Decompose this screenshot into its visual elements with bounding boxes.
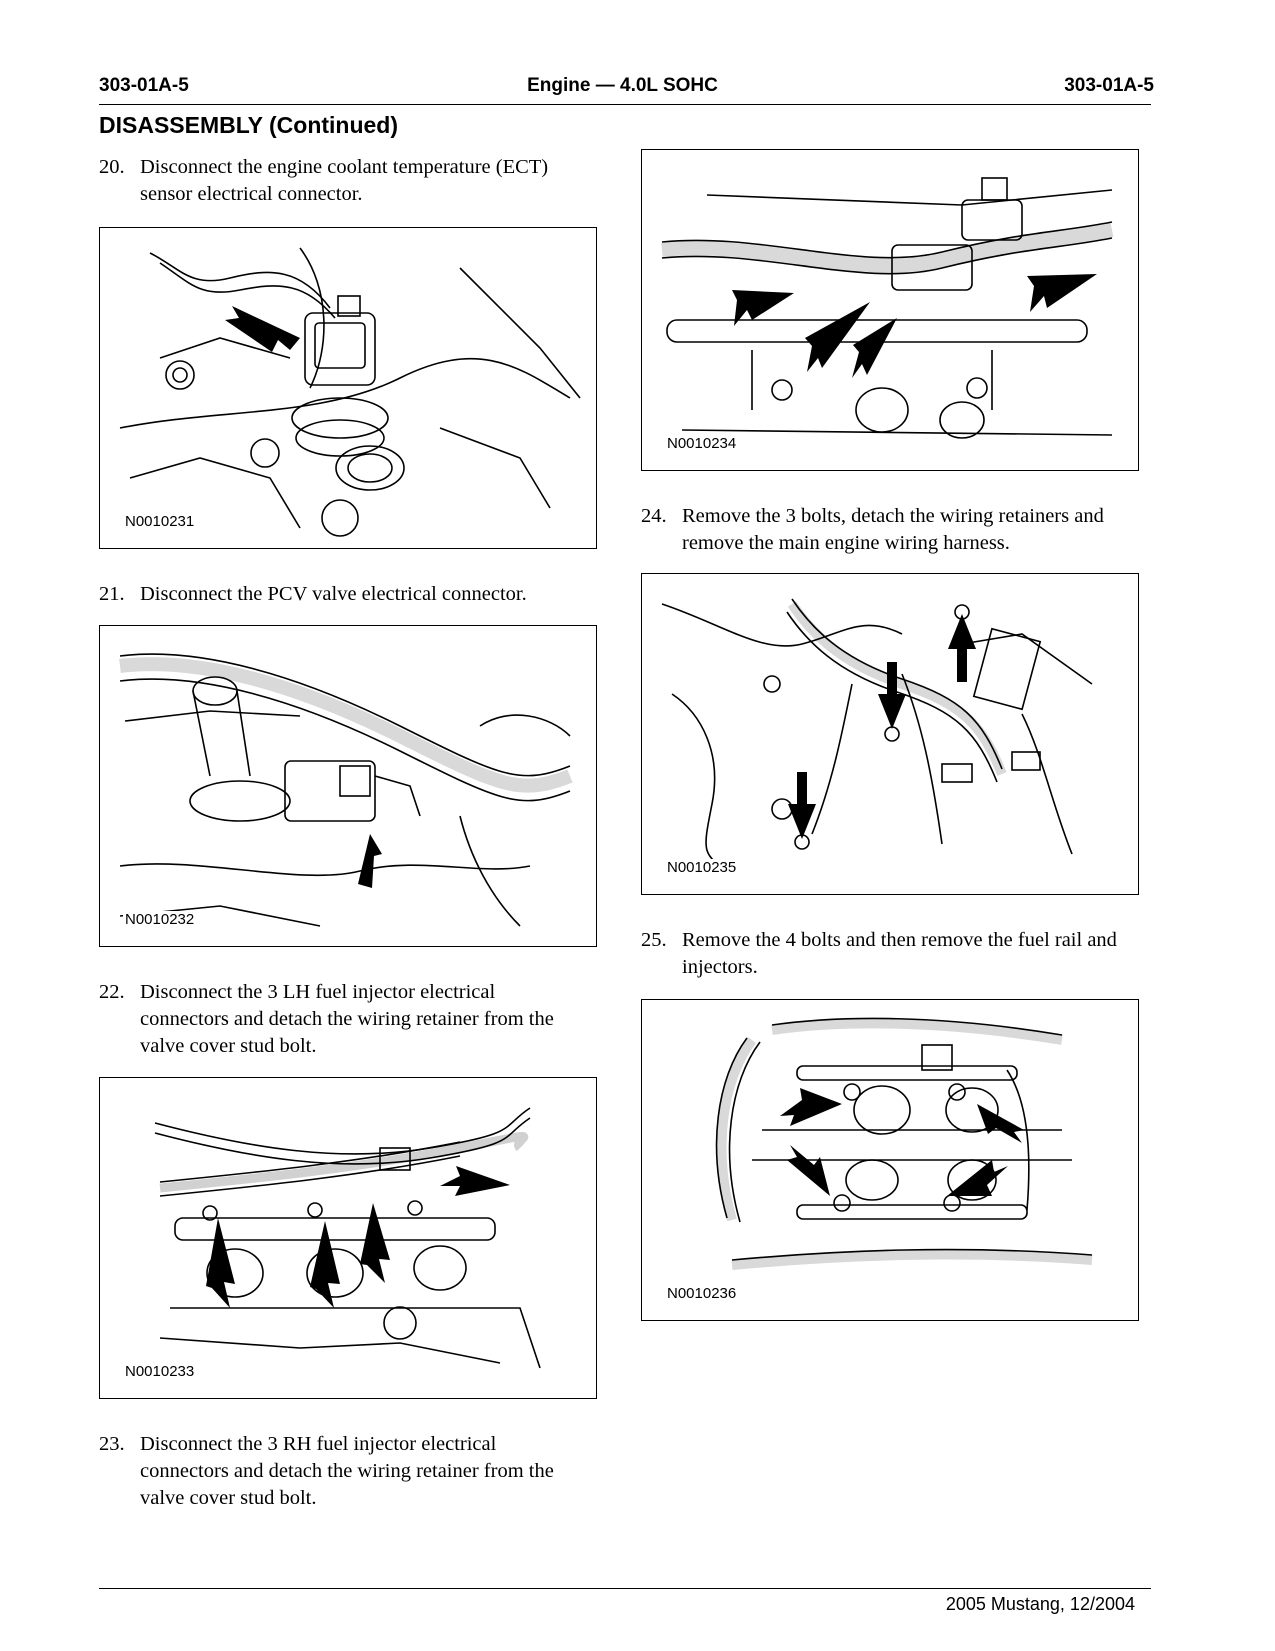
step-number: 20. — [99, 156, 125, 178]
section-title: DISASSEMBLY (Continued) — [99, 112, 399, 138]
step-23: 23. Disconnect the 3 RH fuel injector el… — [99, 1431, 579, 1512]
step-text: Disconnect the 3 RH fuel injector electr… — [140, 1433, 554, 1509]
header-title: Engine — 4.0L SOHC — [527, 75, 718, 96]
ect-sensor-illustration — [119, 247, 581, 537]
header-right-code: 303-01A-5 — [1064, 75, 1154, 96]
figure-fuel-rail: N0010236 — [641, 999, 1139, 1321]
step-22: 22. Disconnect the 3 LH fuel injector el… — [99, 979, 579, 1060]
lh-injectors-illustration — [154, 1107, 541, 1369]
figure-caption: N0010232 — [123, 911, 197, 928]
step-number: 22. — [99, 981, 125, 1003]
step-number: 25. — [641, 929, 667, 951]
step-number: 23. — [99, 1433, 125, 1455]
figure-caption: N0010234 — [665, 435, 739, 452]
figure-caption: N0010233 — [123, 1363, 197, 1380]
pcv-valve-illustration — [119, 653, 573, 927]
step-24: 24. Remove the 3 bolts, detach the wirin… — [641, 503, 1121, 557]
figure-rh-injectors: N0010234 — [641, 149, 1139, 471]
footer-publication: 2005 Mustang, 12/2004 — [945, 1594, 1135, 1614]
step-text: Disconnect the 3 LH fuel injector electr… — [140, 981, 554, 1057]
step-20: 20. Disconnect the engine coolant temper… — [99, 154, 579, 208]
step-25: 25. Remove the 4 bolts and then remove t… — [641, 927, 1121, 981]
header-divider — [99, 104, 1151, 105]
figure-caption: N0010231 — [123, 513, 197, 530]
wiring-harness-illustration — [661, 598, 1093, 875]
step-text: Disconnect the engine coolant temperatur… — [140, 156, 549, 205]
step-text: Disconnect the PCV valve electrical conn… — [140, 583, 527, 605]
header-left-code: 303-01A-5 — [99, 75, 189, 96]
figure-lh-injectors: N0010233 — [99, 1077, 597, 1399]
figure-caption: N0010235 — [665, 859, 739, 876]
footer-divider — [99, 1588, 1151, 1589]
step-21: 21. Disconnect the PCV valve electrical … — [99, 581, 579, 608]
figure-caption: N0010236 — [665, 1285, 739, 1302]
step-text: Remove the 3 bolts, detach the wiring re… — [682, 505, 1104, 554]
step-text: Remove the 4 bolts and then remove the f… — [682, 929, 1117, 978]
step-number: 24. — [641, 505, 667, 527]
fuel-rail-illustration — [715, 1017, 1093, 1270]
figure-pcv-valve: N0010232 — [99, 625, 597, 947]
rh-injectors-illustration — [661, 177, 1114, 439]
step-number: 21. — [99, 583, 125, 605]
figure-ect-sensor: N0010231 — [99, 227, 597, 549]
figure-wiring-harness: N0010235 — [641, 573, 1139, 895]
